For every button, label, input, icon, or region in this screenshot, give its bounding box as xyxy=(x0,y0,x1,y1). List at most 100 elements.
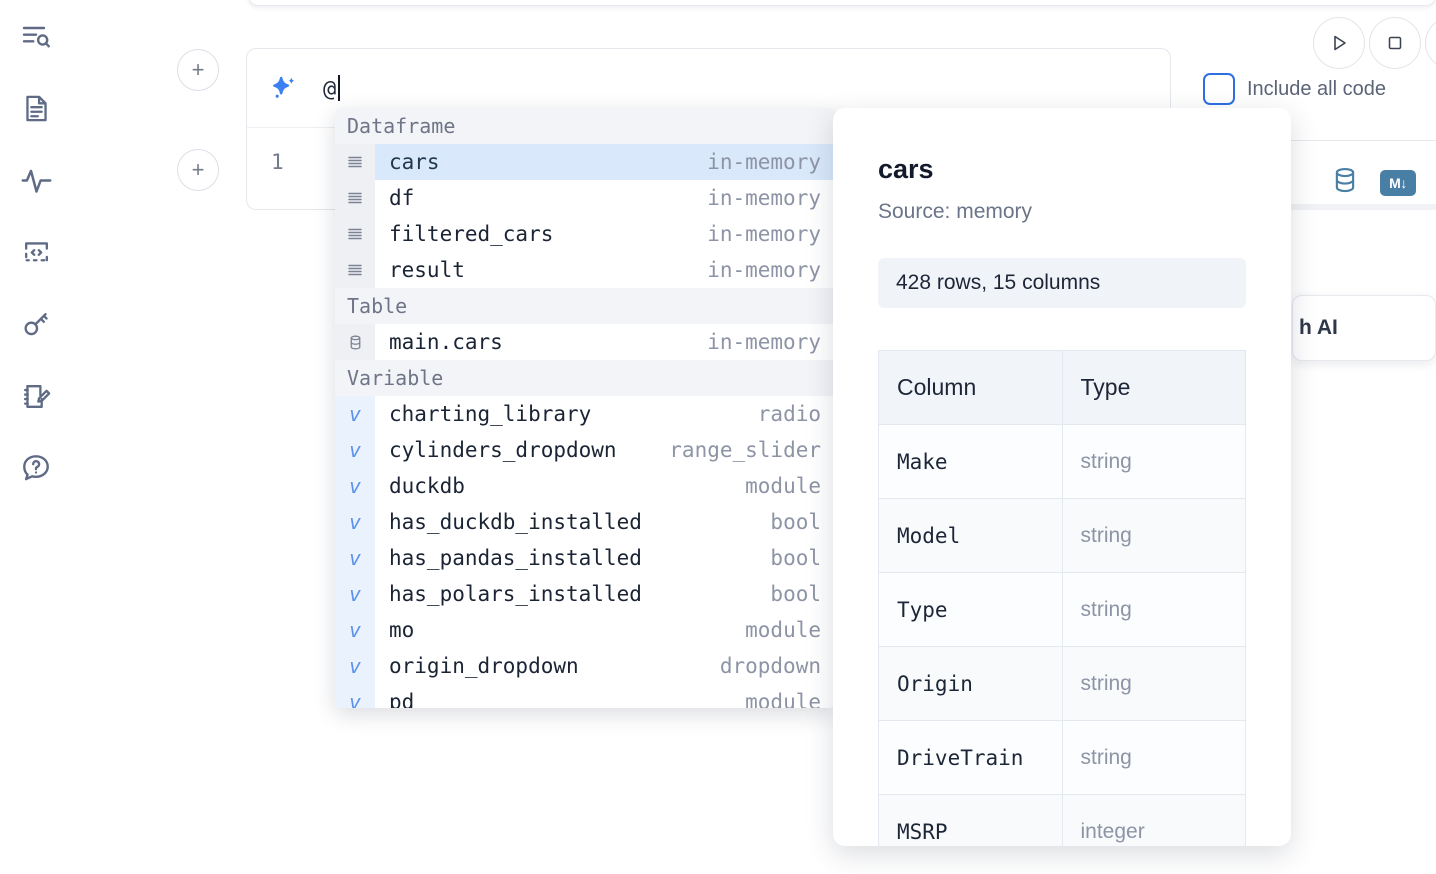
preview-source: Source: memory xyxy=(878,200,1033,223)
preview-shape-badge: 428 rows, 15 columns xyxy=(878,258,1246,308)
preview-title: cars xyxy=(878,154,934,184)
autocomplete-item-name: result xyxy=(389,258,465,282)
autocomplete-item-name: charting_library xyxy=(389,402,592,426)
autocomplete-item-name: origin_dropdown xyxy=(389,654,579,678)
stop-cell-button[interactable] xyxy=(1369,17,1421,69)
autocomplete-item-name: cylinders_dropdown xyxy=(389,438,617,462)
plus-icon: + xyxy=(191,157,205,182)
autocomplete-item-kind: bool xyxy=(770,546,821,570)
table-cell-column: Type xyxy=(878,572,1063,647)
ai-sparkle-icon xyxy=(267,73,301,107)
toolbar-divider xyxy=(1203,140,1436,141)
variable-icon: v xyxy=(335,468,375,504)
editor-line-number: 1 xyxy=(271,150,284,174)
table-cell-type: string xyxy=(1061,498,1246,573)
autocomplete-item-kind: module xyxy=(745,618,821,642)
variable-icon: v xyxy=(335,576,375,612)
help-chat-icon[interactable] xyxy=(14,446,58,490)
include-all-code-row[interactable]: Include all code xyxy=(1203,73,1386,105)
activity-icon[interactable] xyxy=(14,158,58,202)
autocomplete-group-header: Dataframe xyxy=(335,108,835,144)
autocomplete-item-name: duckdb xyxy=(389,474,465,498)
autocomplete-item-name: pd xyxy=(389,690,415,708)
key-icon[interactable] xyxy=(14,302,58,346)
variable-icon: v xyxy=(335,648,375,684)
table-cell-type: string xyxy=(1061,424,1246,499)
autocomplete-item-kind: dropdown xyxy=(719,654,821,678)
table-cell-column: MSRP xyxy=(878,794,1063,846)
output-format-icons: M↓ xyxy=(1330,165,1416,200)
ai-prompt-value: @ xyxy=(323,77,337,102)
generate-with-ai-label: h AI xyxy=(1299,316,1338,339)
play-icon xyxy=(1334,35,1346,51)
plus-icon: + xyxy=(191,57,205,82)
include-all-code-label: Include all code xyxy=(1247,77,1386,100)
ai-prompt-input[interactable]: @ xyxy=(323,75,340,102)
table-column-header: Column xyxy=(878,350,1063,425)
autocomplete-item[interactable]: v has_polars_installed bool xyxy=(335,576,835,612)
autocomplete-item-name: has_polars_installed xyxy=(389,582,642,606)
autocomplete-item-name: has_pandas_installed xyxy=(389,546,642,570)
explorer-search-icon[interactable] xyxy=(14,14,58,58)
autocomplete-group-header: Table xyxy=(335,288,835,324)
add-cell-button-below[interactable]: + xyxy=(177,149,219,191)
database-icon[interactable] xyxy=(1330,165,1360,200)
variable-icon: v xyxy=(335,396,375,432)
previous-cell-card xyxy=(248,0,1436,6)
autocomplete-item[interactable]: v origin_dropdown dropdown xyxy=(335,648,835,684)
run-cell-button[interactable] xyxy=(1313,17,1365,69)
autocomplete-item-kind: bool xyxy=(770,582,821,606)
autocomplete-item-name: cars xyxy=(389,150,440,174)
autocomplete-item-name: mo xyxy=(389,618,415,642)
table-cell-column: Origin xyxy=(878,646,1063,721)
stop-square-icon xyxy=(1388,36,1402,50)
table-cell-column: Make xyxy=(878,424,1063,499)
autocomplete-item[interactable]: v has_pandas_installed bool xyxy=(335,540,835,576)
markdown-icon[interactable]: M↓ xyxy=(1380,169,1416,196)
table-cell-type: string xyxy=(1061,720,1246,795)
document-icon[interactable] xyxy=(14,86,58,130)
autocomplete-item-kind: bool xyxy=(770,510,821,534)
dataframe-icon xyxy=(335,144,375,180)
autocomplete-item[interactable]: result in-memory xyxy=(335,252,835,288)
include-all-code-checkbox[interactable] xyxy=(1203,73,1235,105)
autocomplete-group-header: Variable xyxy=(335,360,835,396)
autocomplete-item-kind: in-memory xyxy=(707,330,821,354)
autocomplete-item-kind: in-memory xyxy=(707,150,821,174)
table-cell-type: integer xyxy=(1061,794,1246,846)
dataframe-icon xyxy=(335,180,375,216)
markdown-label: M↓ xyxy=(1389,174,1407,191)
autocomplete-item-kind: in-memory xyxy=(707,258,821,282)
autocomplete-item-name: has_duckdb_installed xyxy=(389,510,642,534)
autocomplete-item-name: df xyxy=(389,186,415,210)
dataframe-icon xyxy=(335,252,375,288)
variable-icon: v xyxy=(335,540,375,576)
add-cell-button-above[interactable]: + xyxy=(177,49,219,91)
table-cell-type: string xyxy=(1061,572,1246,647)
code-snippet-icon[interactable] xyxy=(14,230,58,274)
dataframe-preview-panel: cars Source: memory 428 rows, 15 columns… xyxy=(833,108,1291,846)
more-actions-button[interactable] xyxy=(1425,17,1436,69)
table-column-header: Type xyxy=(1061,350,1246,425)
table-db-icon xyxy=(335,324,375,360)
generate-with-ai-button[interactable]: h AI xyxy=(1292,295,1436,361)
autocomplete-item[interactable]: cars in-memory xyxy=(335,144,835,180)
scratchpad-edit-icon[interactable] xyxy=(14,374,58,418)
